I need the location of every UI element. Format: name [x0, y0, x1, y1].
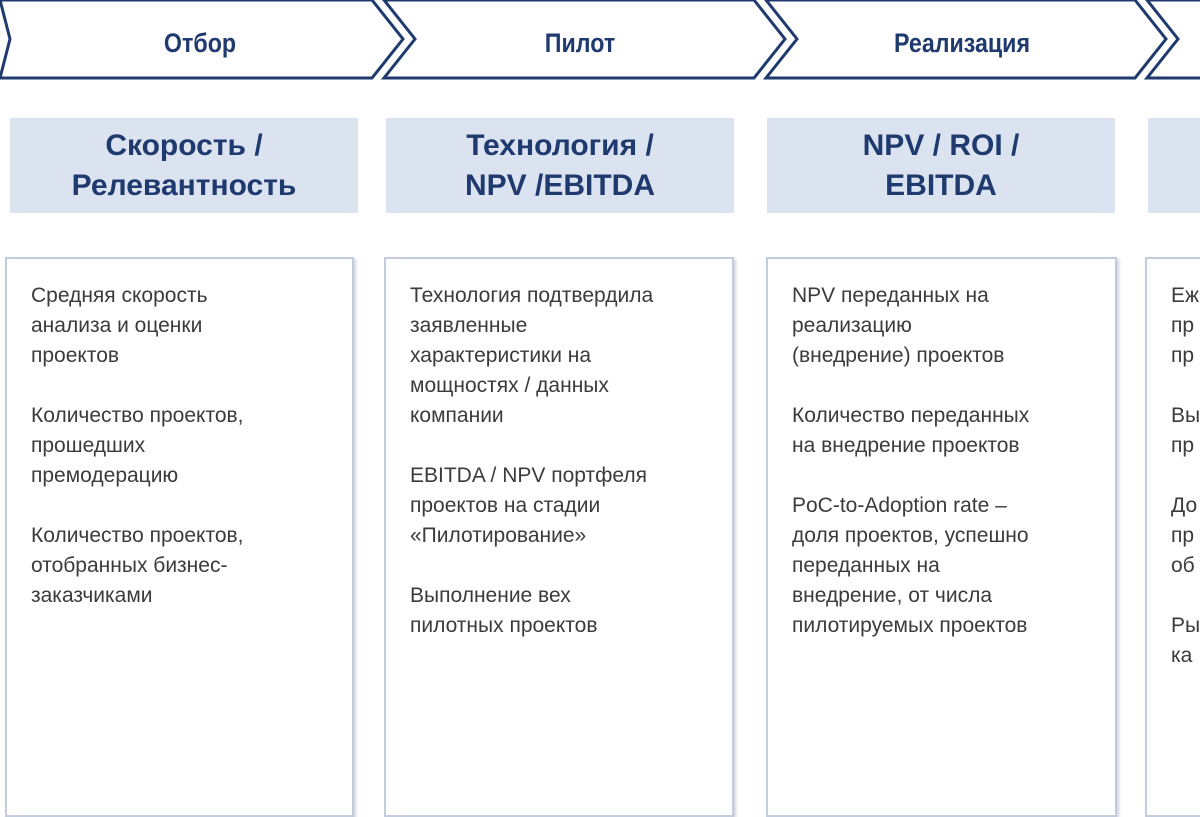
metric-header-selection: Скорость / Релевантность: [10, 118, 358, 213]
metrics-card-pilot: Технология подтвердила заявленные характ…: [384, 257, 734, 817]
metric-item: PoC-to-Adoption rate – доля проектов, ус…: [792, 494, 1029, 637]
metric-item: Еж пр пр: [1171, 284, 1200, 367]
metric-header-text: Скорость / Релевантность: [71, 128, 297, 202]
metric-item: Количество проектов, прошедших премодера…: [31, 404, 244, 487]
stage-chevron-1: [0, 0, 405, 80]
metric-item: Вы пр: [1171, 404, 1200, 457]
metric-header-text: Технология / NPV /EBITDA: [464, 128, 656, 202]
metric-item: EBITDA / NPV портфеля проектов на стадии…: [410, 464, 647, 547]
stage-label-implementation: Реализация: [893, 28, 1031, 58]
metric-item: Ры ка: [1171, 614, 1200, 667]
metric-item: Выполнение вех пилотных проектов: [410, 584, 598, 637]
metric-item: Технология подтвердила заявленные характ…: [410, 284, 654, 427]
metric-item: NPV переданных на реализацию (внедрение)…: [792, 284, 1005, 367]
metric-header-implementation: NPV / ROI / EBITDA: [767, 118, 1115, 213]
stage-chevron-3: [762, 0, 1168, 80]
metrics-card-selection: Средняя скорость анализа и оценки проект…: [5, 257, 354, 817]
metric-item: Количество переданных на внедрение проек…: [792, 404, 1030, 457]
metric-item: Количество проектов, отобранных бизнес- …: [31, 524, 244, 607]
metrics-card-partial: Еж пр пр Вы пр До пр об Ры ка: [1145, 257, 1200, 817]
metrics-card-implementation: NPV переданных на реализацию (внедрение)…: [766, 257, 1117, 817]
stage-chevron-4: [1143, 0, 1200, 80]
process-chevron-row: [0, 0, 1200, 80]
metric-header-partial: [1148, 118, 1200, 213]
stage-label-pilot: Пилот: [544, 28, 616, 58]
metric-item: До пр об: [1171, 494, 1198, 577]
stage-chevron-2: [380, 0, 787, 80]
metric-header-pilot: Технология / NPV /EBITDA: [386, 118, 734, 213]
metric-header-text: NPV / ROI / EBITDA: [862, 128, 1020, 202]
metric-item: Средняя скорость анализа и оценки проект…: [31, 284, 208, 367]
stage-label-selection: Отбор: [163, 28, 237, 58]
